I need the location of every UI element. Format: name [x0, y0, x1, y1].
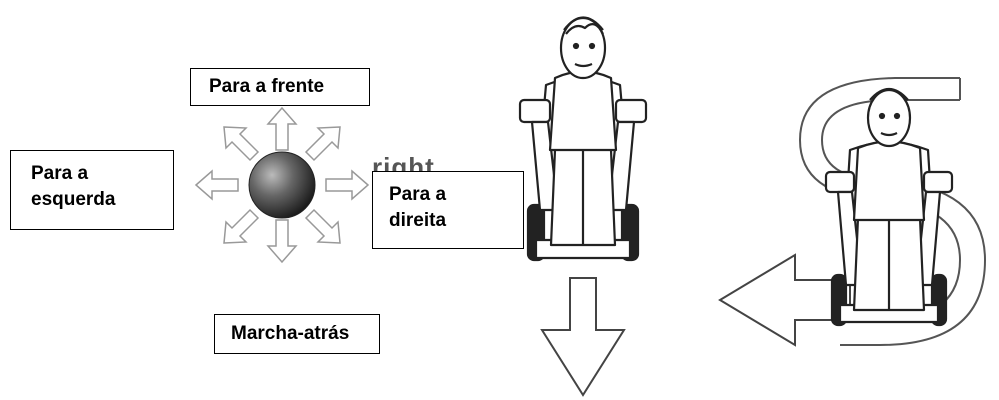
backward-label: Marcha-atrás: [214, 314, 380, 354]
joystick-icon: [194, 106, 370, 264]
wheelchair-user-icon: [518, 16, 648, 262]
left-label-line2: esquerda: [31, 189, 116, 210]
forward-label-text: Para a frente: [209, 76, 325, 97]
right-label-line2: direita: [389, 210, 447, 231]
forward-label: Para a frente: [190, 68, 370, 106]
right-label-line1: Para a: [389, 184, 447, 205]
left-label: Para a esquerda: [10, 150, 174, 230]
wheelchair-user-icon: [824, 87, 954, 327]
down-arrow-icon: [540, 277, 626, 397]
backward-label-text: Marcha-atrás: [231, 323, 350, 344]
left-label-line1: Para a: [31, 163, 89, 184]
right-label: Para a direita: [372, 171, 524, 249]
left-arrow-icon: [718, 253, 851, 347]
